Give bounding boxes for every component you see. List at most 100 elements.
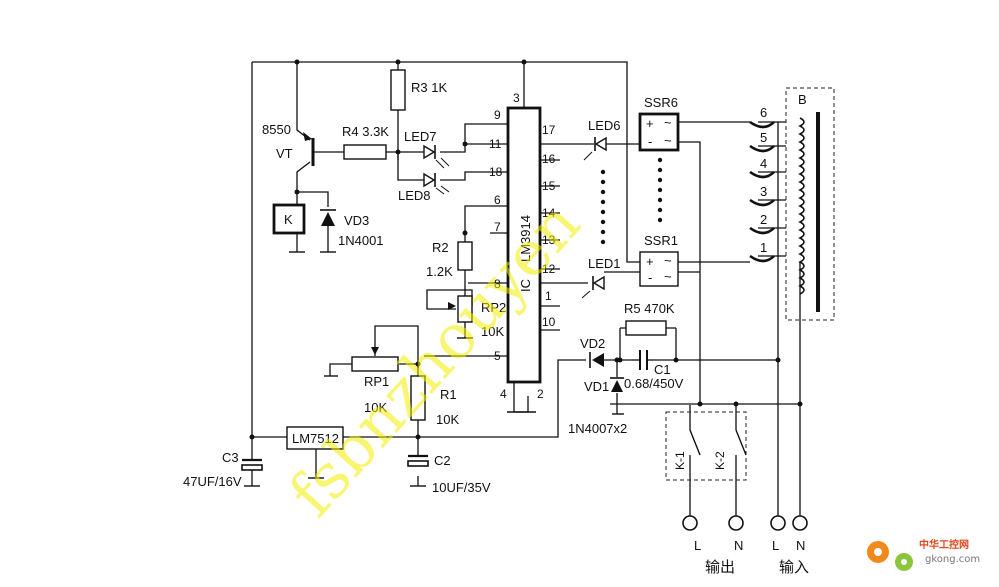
relay-contact-k2	[735, 429, 747, 456]
ic-pin-right: 10	[542, 315, 556, 329]
ic-pin-numbers: 9 11 18 6 7 8 5 17 16 15 14 13 12 1 10 3…	[489, 91, 556, 401]
ssr6	[638, 112, 680, 152]
potentiometer-rp2	[457, 295, 473, 323]
capacitor-c3-icon	[241, 458, 263, 487]
ic-pin-left: 18	[489, 165, 503, 179]
resistor-r5	[625, 320, 667, 336]
logo-name: 中华工控网	[919, 538, 969, 551]
input-caption: 输入	[779, 558, 809, 576]
ic-pin-right: 12	[542, 262, 556, 276]
led1-label: LED1	[588, 256, 621, 271]
ssr6-tilde: ~	[664, 115, 672, 130]
rp1-label: RP1	[364, 374, 389, 389]
ic-pin-left: 5	[494, 349, 501, 363]
resistor-r3	[390, 69, 406, 111]
ssr6-plus: +	[646, 116, 654, 131]
watermark-text: fsbnzhouyen	[275, 187, 594, 530]
diode-vd3-icon	[320, 209, 336, 226]
ssr1-tilde: ~	[664, 253, 672, 268]
output-n-label: N	[734, 538, 743, 553]
ssr6-tilde: ~	[664, 133, 672, 148]
led8-icon	[423, 172, 450, 195]
resistor-r2	[457, 241, 473, 271]
tap-number: 2	[760, 212, 767, 227]
relay-contact-k1	[689, 429, 701, 456]
ic-pin-left: 9	[494, 108, 501, 122]
r3-label: R3 1K	[411, 80, 447, 95]
transformer-label: B	[798, 92, 807, 107]
diode-part-label: 1N4007x2	[568, 421, 627, 436]
tap-number: 6	[760, 105, 767, 120]
diode-vd1-icon	[610, 377, 624, 392]
led7-icon	[423, 144, 450, 169]
vd2-label: VD2	[580, 336, 605, 351]
c3-label: C3	[222, 450, 239, 465]
rp1-wiper-icon	[371, 347, 379, 355]
ic-pin-left: 8	[494, 277, 501, 291]
rp1-value: 10K	[364, 400, 387, 415]
ic-pin-right: 15	[542, 179, 556, 193]
capacitor-c1-icon	[632, 350, 655, 370]
c2-label: C2	[434, 453, 451, 468]
capacitor-c2-icon	[407, 454, 429, 487]
ic-pin-left: 6	[494, 193, 501, 207]
junction-dots	[249, 59, 803, 440]
r1-value: 10K	[436, 412, 459, 427]
tap-number: 1	[760, 240, 767, 255]
led6-icon	[583, 136, 607, 161]
r5-label: R5 470K	[624, 301, 675, 316]
ssr1-plus: +	[646, 254, 654, 269]
ic-pin-left: 7	[494, 220, 501, 234]
resistor-r1	[410, 375, 426, 421]
ic-pin-right: 1	[545, 289, 552, 303]
relay-k-label: K	[284, 212, 293, 227]
regulator-lm7512	[286, 426, 344, 450]
ssr6-label: SSR6	[644, 95, 678, 110]
potentiometer-rp1	[351, 356, 399, 372]
vd1-label: VD1	[584, 379, 609, 394]
input-n-label: N	[796, 538, 805, 553]
output-caption: 输出	[705, 558, 735, 576]
output-terminals	[682, 515, 744, 531]
c1-value: 0.68/450V	[624, 376, 684, 391]
c3-value: 47UF/16V	[183, 474, 242, 489]
transformer-outline	[785, 87, 835, 321]
ic-pin-right: 16	[542, 152, 556, 166]
input-l-label: L	[772, 538, 779, 553]
led1-icon	[581, 275, 605, 299]
led8-label: LED8	[398, 188, 431, 203]
k2-label: K-2	[713, 451, 727, 470]
ic-lm3914	[506, 106, 542, 384]
ground-symbols	[289, 251, 624, 479]
c2-value: 10UF/35V	[432, 480, 491, 495]
transistor-vt	[303, 132, 315, 166]
ssr1	[639, 251, 679, 287]
tap-number: 5	[760, 130, 767, 145]
ssr1-tilde: ~	[664, 269, 672, 284]
c1-label: C1	[654, 362, 671, 377]
relay-k	[272, 203, 306, 235]
ic-pin-top: 3	[513, 91, 520, 105]
vd3-label: VD3	[344, 213, 369, 228]
vd3-part: 1N4001	[338, 233, 384, 248]
diode-vd2-icon	[589, 352, 604, 368]
led6-label: LED6	[588, 118, 621, 133]
ssr6-minus: -	[648, 134, 652, 149]
rp2-value: 10K	[481, 324, 504, 339]
r2-label: R2	[432, 240, 449, 255]
input-terminals	[770, 515, 808, 531]
regulator-label: LM7512	[292, 431, 339, 446]
ic-pin-right: 17	[542, 123, 556, 137]
tap-number: 4	[760, 156, 767, 171]
ic-name: LM3914	[518, 215, 533, 262]
vt-label: VT	[276, 146, 293, 161]
r4-label: R4 3.3K	[342, 124, 389, 139]
ic-pin-bottom: 4	[500, 387, 507, 401]
resistor-r4	[343, 144, 387, 160]
k1-label: K-1	[673, 451, 687, 470]
ssr1-label: SSR1	[644, 233, 678, 248]
ic-pin-right: 14	[542, 206, 556, 220]
transformer-coil	[798, 117, 805, 295]
tap-numbers: 6 5 4 3 2 1	[760, 105, 767, 255]
